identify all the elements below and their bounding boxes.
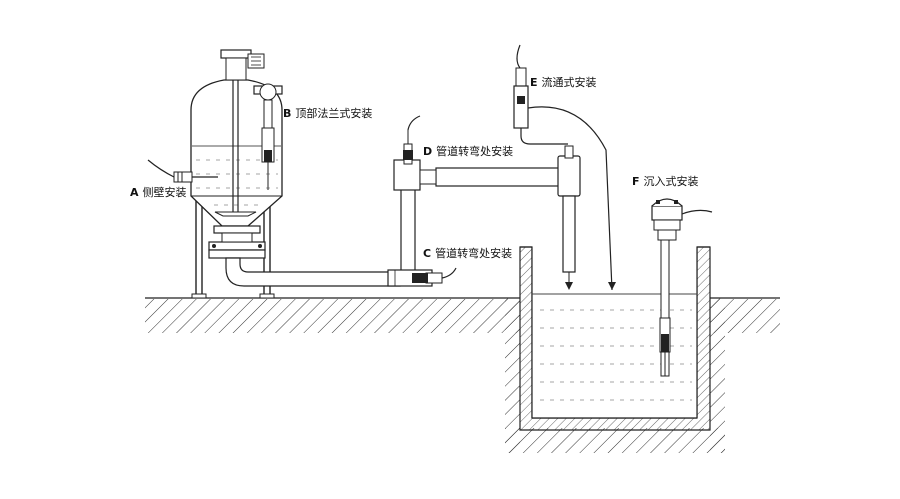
sensor-d bbox=[403, 115, 421, 165]
sensor-e bbox=[513, 44, 616, 291]
vessel bbox=[190, 49, 283, 299]
open-tank bbox=[519, 246, 711, 431]
sensor-a bbox=[147, 159, 218, 183]
sensor-c bbox=[412, 267, 457, 284]
sensor-f bbox=[651, 198, 713, 377]
ground bbox=[145, 297, 780, 453]
pipeline bbox=[225, 145, 581, 290]
sensor-b bbox=[253, 83, 283, 190]
